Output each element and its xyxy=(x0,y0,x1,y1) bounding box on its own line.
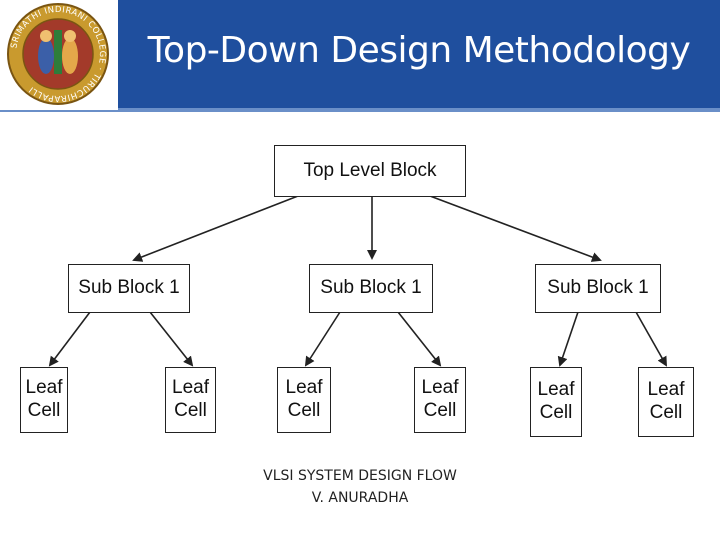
connector-sub1-to-leaf-1 xyxy=(48,311,91,367)
sub-block-1: Sub Block 1 xyxy=(68,264,190,313)
leaf-cell-1: Leaf Cell xyxy=(20,367,68,433)
footer-course-title: VLSI SYSTEM DESIGN FLOW xyxy=(263,468,457,484)
logo-panel: SRIMATHI INDIRANI COLLEGE · TIRUCHIRAPAL… xyxy=(0,0,118,110)
connector-sub2-to-leaf-4 xyxy=(397,311,442,367)
top-level-block: Top Level Block xyxy=(274,145,466,197)
connector-sub1-to-leaf-2 xyxy=(149,311,194,367)
connector-top-to-sub-3 xyxy=(429,195,602,262)
sub-block-2: Sub Block 1 xyxy=(309,264,433,313)
footer-author: V. ANURADHA xyxy=(311,489,409,506)
slide-title: Top-Down Design Methodology xyxy=(147,30,691,71)
connector-top-to-sub-1 xyxy=(132,195,299,262)
leaf-cell-4: Leaf Cell xyxy=(414,367,466,433)
header-stripe xyxy=(0,108,720,112)
connector-sub3-to-leaf-5 xyxy=(557,311,579,367)
leaf-cell-2: Leaf Cell xyxy=(165,367,216,433)
leaf-cell-6: Leaf Cell xyxy=(638,367,694,437)
sub-block-3: Sub Block 1 xyxy=(535,264,661,313)
connector-sub3-to-leaf-6 xyxy=(635,311,667,367)
slide-header xyxy=(0,0,720,110)
slide-footer: VLSI SYSTEM DESIGN FLOW V. ANURADHA xyxy=(220,466,500,509)
connector-sub2-to-leaf-3 xyxy=(304,311,341,367)
leaf-cell-3: Leaf Cell xyxy=(277,367,331,433)
college-seal-icon: SRIMATHI INDIRANI COLLEGE · TIRUCHIRAPAL… xyxy=(7,3,109,105)
leaf-cell-5: Leaf Cell xyxy=(530,367,582,437)
